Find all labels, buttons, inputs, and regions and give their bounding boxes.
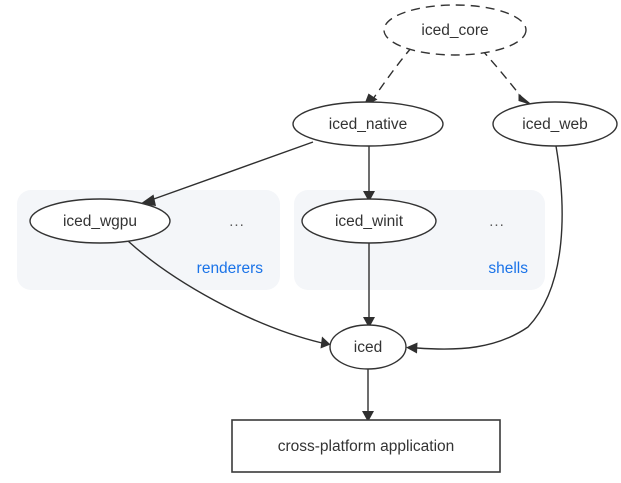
node-iced-label: iced [354, 339, 382, 356]
edge-iced-web-to-iced-path [416, 145, 563, 350]
cluster-renderers-ellipsis: ... [229, 213, 245, 230]
node-iced-native-shape[interactable] [292, 101, 444, 147]
node-iced-wgpu-shape[interactable] [29, 198, 171, 244]
node-cross-platform-application-shape[interactable] [231, 419, 501, 473]
cluster-shells-ellipsis: ... [489, 213, 505, 230]
node-iced-winit-label: iced_winit [335, 213, 404, 230]
node-iced-native[interactable]: iced_native [292, 101, 444, 147]
edge-iced-core-to-iced-native-path [372, 46, 413, 100]
node-iced-core-label: iced_core [421, 22, 488, 39]
edge-iced-native-to-iced-winit-arrowhead [363, 191, 375, 202]
edge-iced-wgpu-to-iced-arrowhead [320, 336, 331, 349]
node-iced-web[interactable]: iced_web [492, 101, 618, 147]
edge-iced-to-app-arrowhead [362, 411, 374, 422]
node-iced-core-shape[interactable] [383, 4, 527, 56]
node-cross-platform-application[interactable]: cross-platform application [231, 419, 501, 473]
edge-iced-native-to-iced-winit [363, 146, 375, 202]
edge-iced-to-app [362, 369, 374, 422]
cluster-renderers-label: renderers [197, 260, 264, 277]
node-iced-native-label: iced_native [329, 116, 407, 133]
node-iced-winit-shape[interactable] [301, 198, 437, 244]
edge-iced-core-to-iced-native [363, 46, 413, 107]
edge-iced-native-to-iced-wgpu-arrowhead [140, 194, 156, 206]
edge-iced-web-to-iced-arrowhead [406, 342, 418, 354]
node-iced-wgpu[interactable]: iced_wgpu [29, 198, 171, 244]
edge-iced-native-to-iced-wgpu [140, 141, 314, 206]
edge-iced-wgpu-to-iced-path [127, 240, 323, 344]
node-iced-core[interactable]: iced_core [383, 4, 527, 56]
node-iced-wgpu-label: iced_wgpu [63, 213, 137, 230]
node-iced-winit[interactable]: iced_winit [301, 198, 437, 244]
edge-iced-core-to-iced-web-arrowhead [518, 93, 533, 106]
edge-iced-native-to-iced-wgpu-path [150, 141, 314, 201]
node-cross-platform-application-label: cross-platform application [278, 438, 455, 455]
edge-iced-winit-to-iced [363, 243, 375, 328]
edge-iced-web-to-iced [406, 145, 563, 354]
edge-iced-wgpu-to-iced [127, 240, 331, 349]
edge-iced-winit-to-iced-arrowhead [363, 317, 375, 328]
edge-iced-core-to-iced-web [480, 48, 533, 106]
node-iced-shape[interactable] [329, 324, 407, 370]
cluster-shells-label: shells [488, 260, 528, 277]
edge-iced-core-to-iced-web-path [480, 48, 524, 100]
node-iced[interactable]: iced [329, 324, 407, 370]
node-iced-web-shape[interactable] [492, 101, 618, 147]
node-iced-web-label: iced_web [522, 116, 588, 133]
